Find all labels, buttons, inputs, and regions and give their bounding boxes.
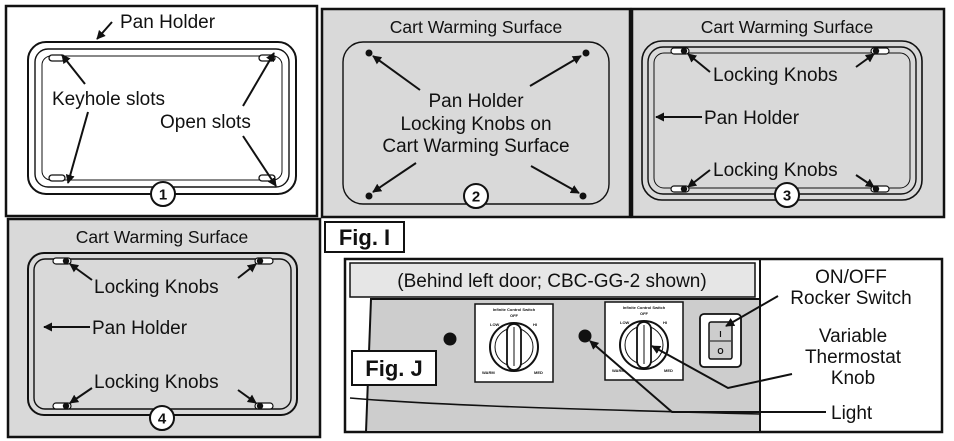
panel2-arrows (372, 55, 582, 194)
svg-text:WARM: WARM (482, 370, 495, 375)
figure-j-arrows (589, 295, 826, 413)
label-locking-knobs-top: Locking Knobs (94, 277, 219, 298)
svg-text:MED: MED (534, 370, 543, 375)
label-thermostat: Thermostat (805, 347, 902, 368)
switch-on-mark: I (719, 330, 721, 339)
svg-text:2: 2 (472, 189, 480, 206)
title-cart-warming-surface: Cart Warming Surface (701, 17, 873, 37)
label-locking-knobs-top: Locking Knobs (713, 65, 838, 86)
figure-j: (Behind left door; CBC-GG-2 shown) Fig. … (343, 257, 944, 434)
panel4-arrows (43, 263, 257, 404)
title-cart-warming-surface: Cart Warming Surface (390, 17, 562, 37)
label-cart-warming-surface: Cart Warming Surface (382, 136, 569, 157)
label-pan-holder: Pan Holder (428, 91, 524, 112)
label-rocker-switch: Rocker Switch (790, 288, 911, 309)
locking-knob-markers (670, 47, 890, 193)
label-on-off: ON/OFF (815, 267, 887, 288)
svg-text:Infinite Control Switch: Infinite Control Switch (623, 305, 666, 310)
panel-1: Pan Holder Keyhole slots Open slots 1 (4, 4, 319, 218)
arrow-keyhole-top (61, 54, 86, 85)
svg-text:HI: HI (663, 320, 667, 325)
panel3-arrows (655, 53, 875, 188)
svg-text:Infinite Control Switch: Infinite Control Switch (493, 307, 536, 312)
label-pan-holder: Pan Holder (704, 108, 800, 129)
locking-knob-dots (365, 49, 590, 200)
arrow-open-bottom (242, 135, 277, 187)
label-light: Light (831, 403, 873, 424)
svg-text:WARM: WARM (612, 368, 625, 373)
svg-text:3: 3 (783, 188, 791, 205)
label-open-slots: Open slots (160, 112, 251, 133)
label-pan-holder: Pan Holder (120, 12, 216, 33)
label-keyhole-slots: Keyhole slots (52, 89, 165, 110)
step-badge-4: 4 (149, 405, 175, 431)
arrow-rocker-switch (725, 295, 779, 327)
svg-text:LOW: LOW (490, 322, 500, 327)
svg-text:LOW: LOW (620, 320, 630, 325)
light-indicator-left (443, 332, 457, 346)
arrow-light (589, 340, 826, 413)
caption-behind-left-door: (Behind left door; CBC-GG-2 shown) (397, 271, 706, 292)
figure-i-label: Fig. I (324, 221, 405, 253)
arrow-keyhole-bottom (65, 111, 89, 184)
arrow-pan-holder (96, 21, 113, 40)
label-variable: Variable (819, 326, 887, 347)
label-locking-knobs-on: Locking Knobs on (400, 114, 551, 135)
step-badge-3: 3 (774, 182, 800, 208)
svg-text:1: 1 (159, 187, 167, 204)
thermostat-dial-left[interactable]: Infinite Control Switch OFF LOW HI WARM … (474, 303, 554, 383)
arrow-open-top (242, 52, 275, 107)
switch-off-mark: O (717, 347, 723, 356)
panel-2: Cart Warming Surface Pan Holder Locking … (320, 7, 632, 219)
step-badge-1: 1 (150, 181, 176, 207)
panel1-arrows (61, 21, 277, 187)
on-off-rocker-switch[interactable]: I O (699, 313, 742, 368)
title-cart-warming-surface: Cart Warming Surface (76, 227, 248, 247)
label-knob: Knob (831, 368, 875, 389)
locking-knob-markers (52, 257, 274, 410)
svg-text:MED: MED (664, 368, 673, 373)
figure-j-label: Fig. J (365, 356, 422, 381)
panel-4: Cart Warming Surface (6, 217, 322, 439)
svg-text:4: 4 (158, 411, 167, 428)
label-locking-knobs-bottom: Locking Knobs (713, 160, 838, 181)
panel-3: Cart Warming Surface (630, 7, 946, 219)
light-indicator (578, 329, 592, 343)
thermostat-dial-right[interactable]: Infinite Control Switch OFF LOW HI WARM … (604, 301, 684, 381)
step-badge-2: 2 (463, 183, 489, 209)
svg-text:HI: HI (533, 322, 537, 327)
svg-text:Fig. I: Fig. I (339, 225, 390, 250)
label-pan-holder: Pan Holder (92, 318, 188, 339)
label-locking-knobs-bottom: Locking Knobs (94, 372, 219, 393)
svg-text:OFF: OFF (510, 313, 519, 318)
svg-text:OFF: OFF (640, 311, 649, 316)
arrow-thermostat-knob (651, 345, 793, 390)
